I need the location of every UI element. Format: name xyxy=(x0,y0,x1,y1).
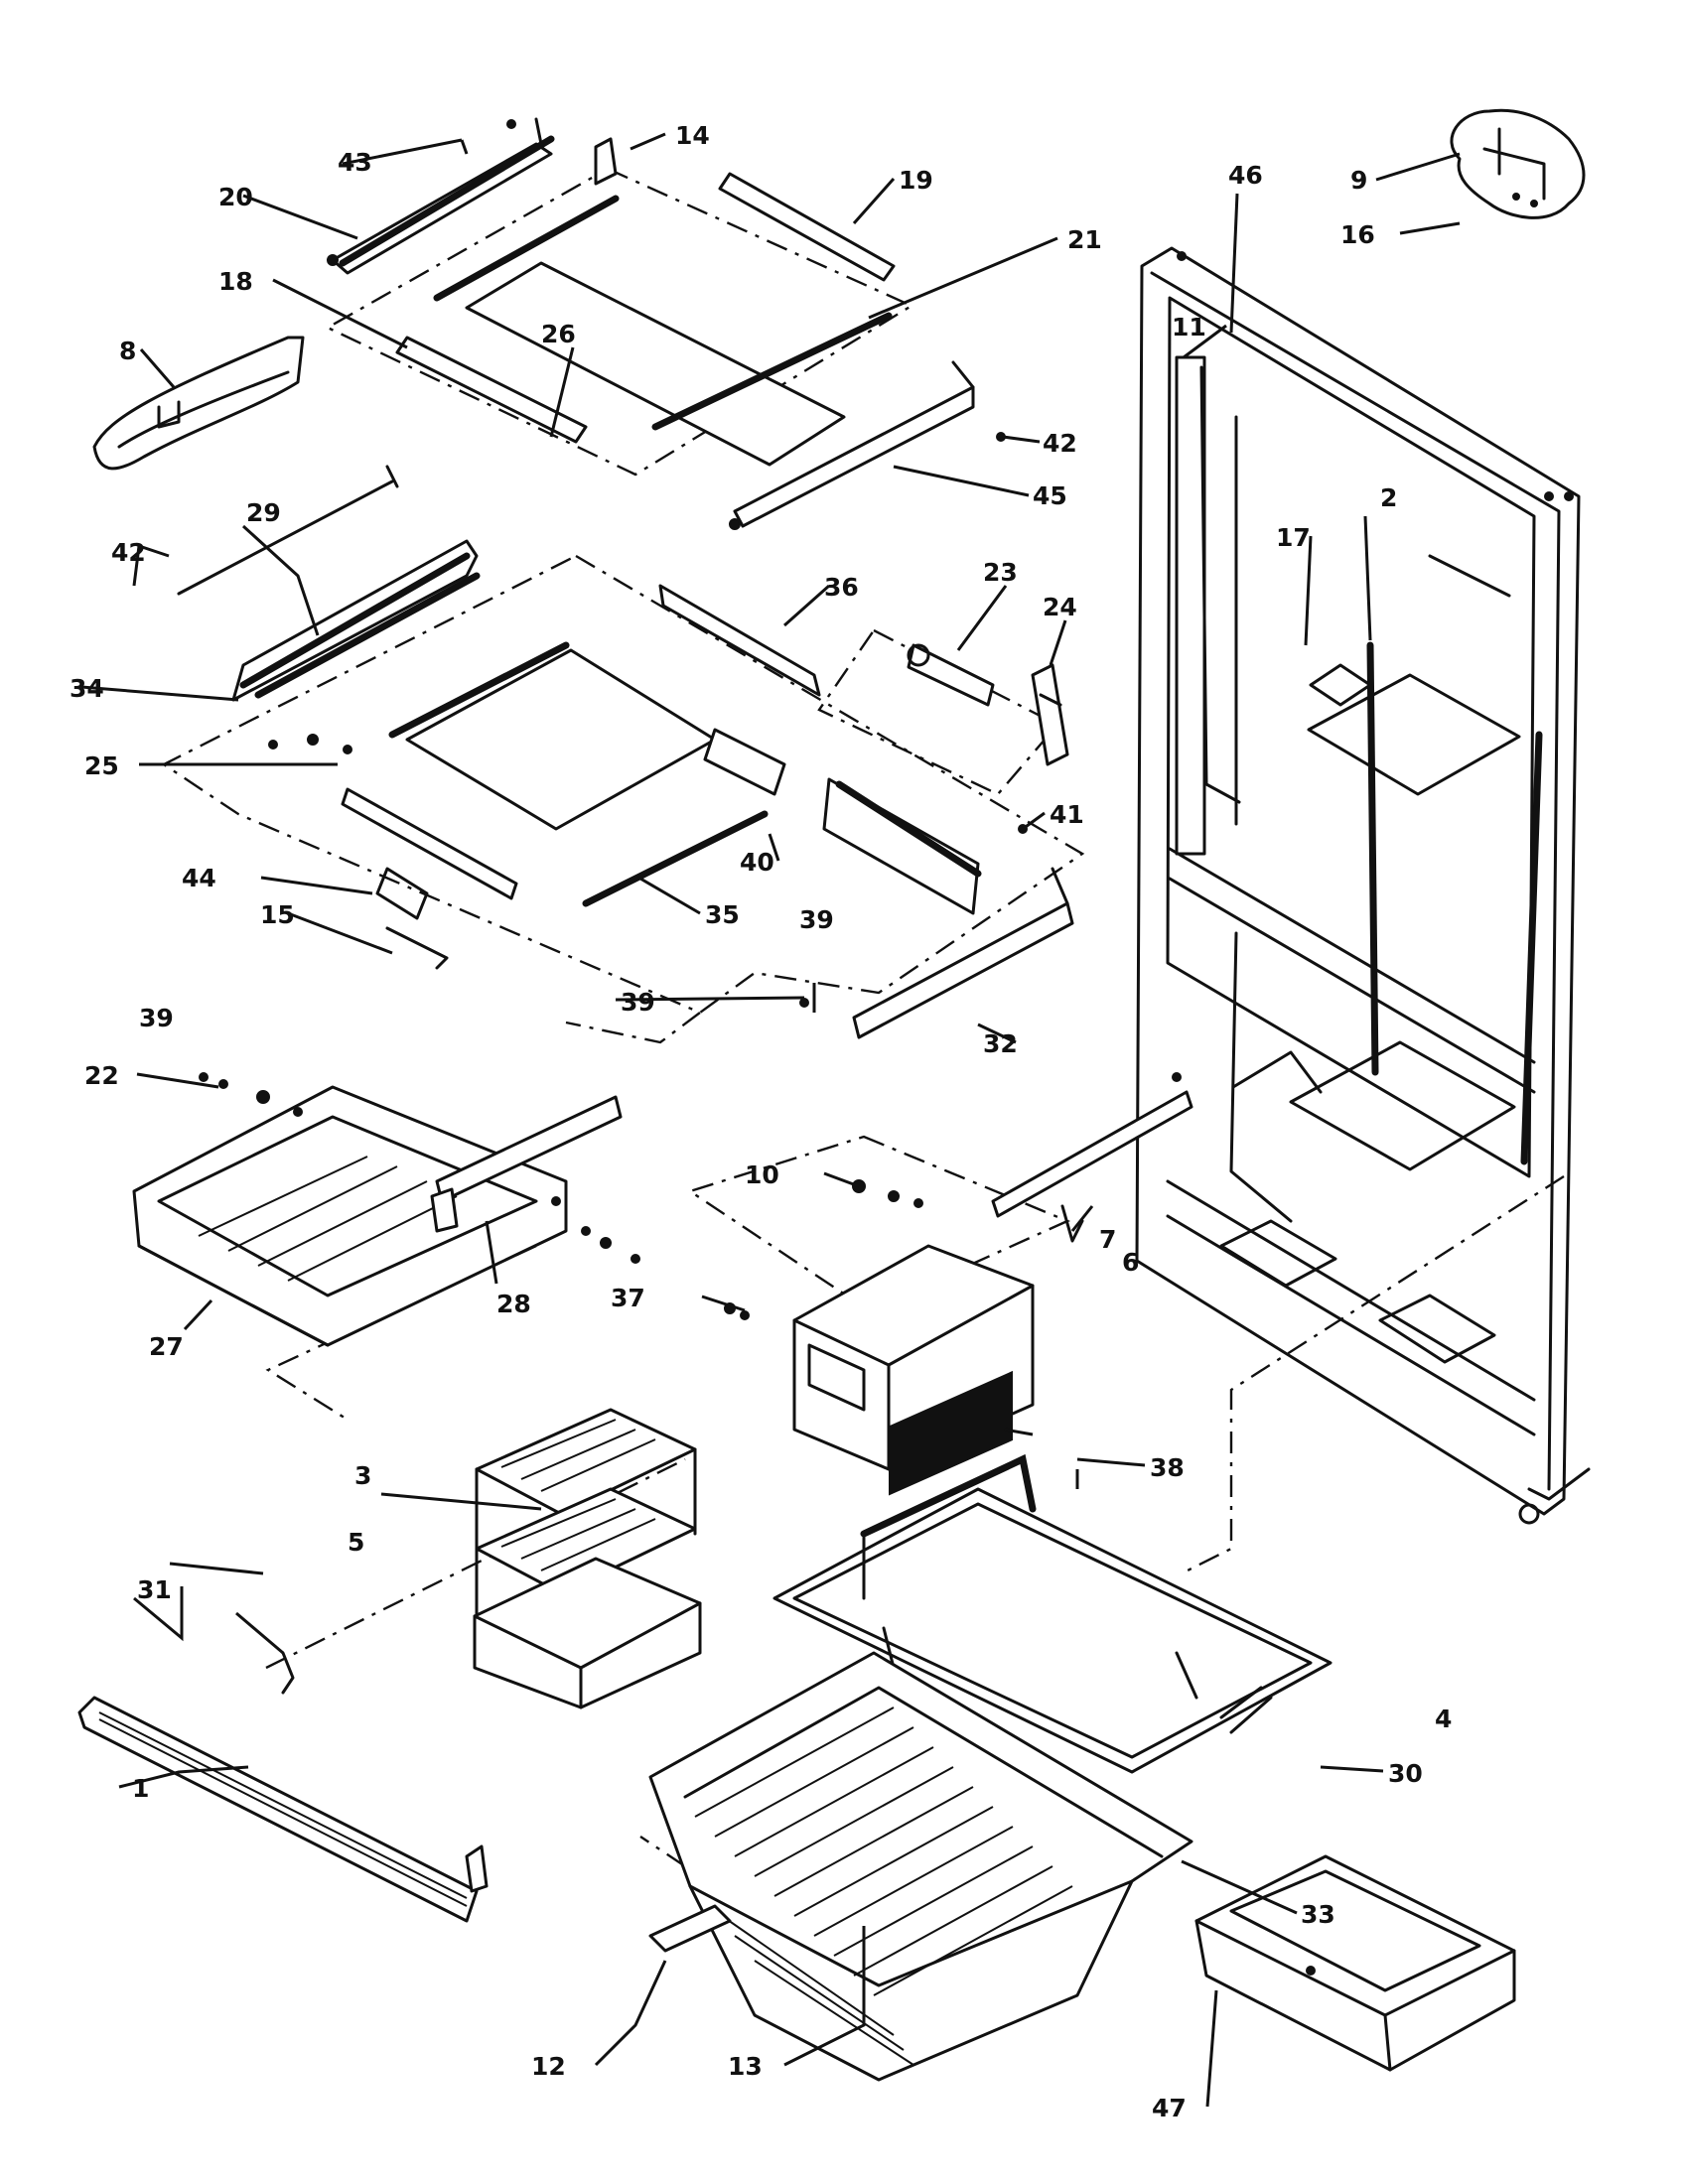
callout-1: 1 xyxy=(132,1774,149,1803)
top-shelf-assembly xyxy=(327,117,1006,530)
callout-40: 40 xyxy=(740,848,774,877)
cabinet xyxy=(1135,246,1591,1525)
callout-33: 33 xyxy=(1301,1900,1335,1929)
callout-30: 30 xyxy=(1388,1759,1423,1788)
front-grille xyxy=(77,1651,489,1923)
callout-15: 15 xyxy=(260,900,295,929)
callout-11: 11 xyxy=(1172,313,1206,341)
callout-29: 29 xyxy=(246,498,281,527)
callout-41: 41 xyxy=(1050,800,1084,829)
crisper-drawer xyxy=(132,1072,640,1347)
part-23-24 xyxy=(907,643,1069,766)
callout-34: 34 xyxy=(70,674,104,703)
callout-12: 12 xyxy=(531,2052,566,2081)
callout-46: 46 xyxy=(1228,161,1263,190)
freezer-shelf xyxy=(772,1453,1333,1774)
callout-39b: 39 xyxy=(621,988,655,1017)
callout-26: 26 xyxy=(541,320,576,348)
callout-25: 25 xyxy=(84,751,119,780)
callout-36: 36 xyxy=(824,573,859,602)
callout-39a: 39 xyxy=(139,1004,174,1032)
ice-maker-unit xyxy=(724,1179,1084,1496)
callout-8: 8 xyxy=(119,337,136,365)
callout-43: 43 xyxy=(338,148,372,177)
callout-3: 3 xyxy=(354,1461,371,1490)
callout-17: 17 xyxy=(1276,523,1311,552)
callout-47: 47 xyxy=(1152,2094,1187,2122)
callout-45: 45 xyxy=(1033,481,1067,510)
callout-18: 18 xyxy=(218,267,253,296)
callout-42b: 42 xyxy=(111,538,146,567)
callout-4: 4 xyxy=(1435,1705,1452,1733)
callout-6: 6 xyxy=(1122,1248,1139,1277)
callout-10: 10 xyxy=(745,1160,779,1189)
callout-44: 44 xyxy=(182,864,216,892)
callout-35: 35 xyxy=(705,900,740,929)
callout-14: 14 xyxy=(675,121,710,150)
callout-22: 22 xyxy=(84,1061,119,1090)
callout-9: 9 xyxy=(1350,166,1367,195)
wire-basket xyxy=(648,1651,1193,2082)
callout-27: 27 xyxy=(149,1332,184,1361)
callout-5: 5 xyxy=(348,1528,364,1557)
part-9-detail xyxy=(1450,108,1586,219)
callout-42a: 42 xyxy=(1043,429,1077,458)
callout-16: 16 xyxy=(1340,220,1375,249)
callout-2: 2 xyxy=(1380,483,1397,512)
callout-31: 31 xyxy=(137,1575,172,1604)
callout-38: 38 xyxy=(1150,1453,1185,1482)
callout-7: 7 xyxy=(1099,1225,1116,1254)
leader-lines xyxy=(80,132,1461,2108)
ice-bin xyxy=(473,1408,702,1709)
callout-19: 19 xyxy=(899,166,933,195)
callout-37: 37 xyxy=(611,1284,645,1312)
callout-20: 20 xyxy=(218,183,253,211)
middle-shelf-assembly xyxy=(177,465,1193,1218)
callout-32: 32 xyxy=(983,1029,1018,1058)
callout-labels: 1 2 3 4 5 6 7 8 9 10 11 12 13 14 15 15 1… xyxy=(70,121,1452,2122)
callout-24: 24 xyxy=(1043,593,1077,621)
callout-21: 21 xyxy=(1067,225,1102,254)
callout-13: 13 xyxy=(728,2052,763,2081)
callout-28: 28 xyxy=(496,1290,531,1318)
callout-23: 23 xyxy=(983,558,1018,587)
storage-bin xyxy=(1194,1854,1516,2072)
part-8 xyxy=(92,336,305,471)
callout-39c: 39 xyxy=(799,905,834,934)
